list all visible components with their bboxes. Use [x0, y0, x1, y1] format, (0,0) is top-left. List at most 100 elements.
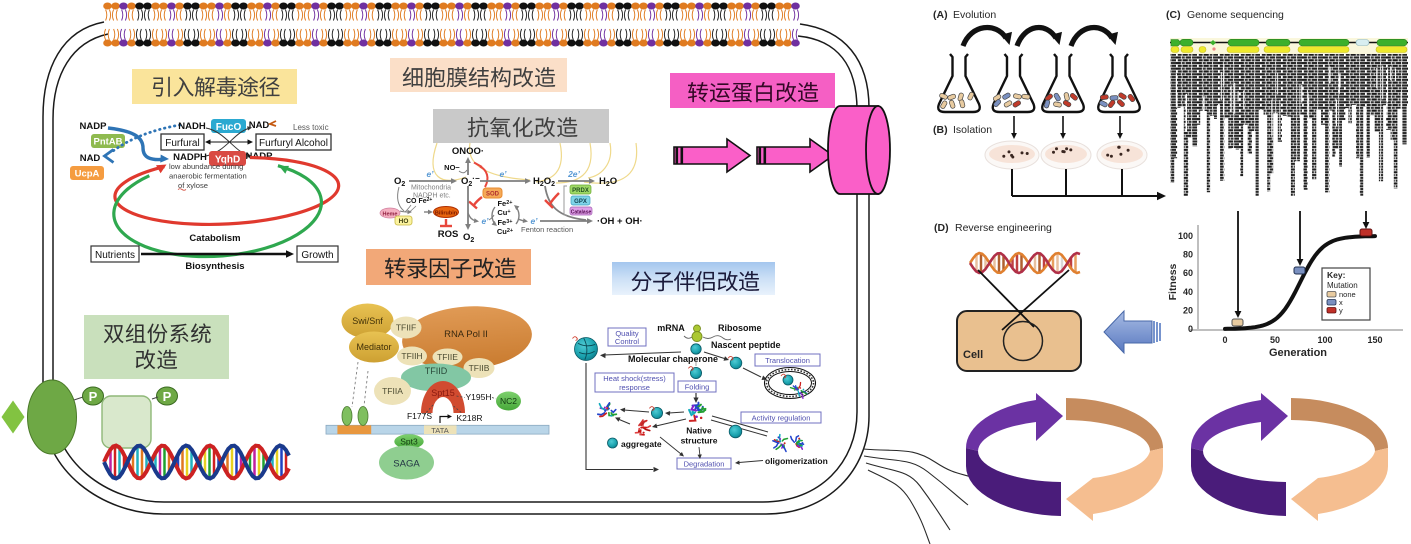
- svg-text:ONOO·: ONOO·: [452, 146, 484, 157]
- svg-text:Genome sequencing: Genome sequencing: [1187, 9, 1284, 21]
- svg-text:Mutation: Mutation: [1327, 281, 1358, 290]
- svg-text:Swi/Snf: Swi/Snf: [352, 316, 383, 326]
- svg-text:structure: structure: [681, 436, 718, 446]
- svg-text:TFIIA: TFIIA: [382, 386, 403, 396]
- svg-text:Nascent peptide: Nascent peptide: [711, 340, 781, 350]
- svg-text:Translocation: Translocation: [765, 356, 810, 365]
- svg-text:Bilirubin: Bilirubin: [435, 211, 458, 217]
- svg-text:e’: e’: [481, 216, 489, 226]
- svg-text:NADPH: NADPH: [173, 152, 207, 163]
- svg-text:NAD: NAD: [80, 153, 101, 164]
- svg-text:40: 40: [1183, 287, 1193, 297]
- svg-text:Y195H: Y195H: [466, 392, 492, 402]
- svg-text:Cu+: Cu+: [497, 208, 510, 217]
- svg-text:NC2: NC2: [500, 396, 517, 406]
- svg-text:20: 20: [1183, 305, 1193, 315]
- svg-text:TATA: TATA: [431, 426, 449, 435]
- svg-text:SAGA: SAGA: [393, 459, 420, 470]
- svg-text:Control: Control: [615, 337, 640, 346]
- svg-text:GPX: GPX: [574, 199, 587, 205]
- svg-text:P: P: [163, 389, 172, 404]
- svg-text:NADPH etc.: NADPH etc.: [413, 193, 451, 200]
- svg-text:(B): (B): [933, 124, 948, 136]
- svg-text:low abundance during: low abundance during: [169, 162, 243, 171]
- svg-text:Quality: Quality: [615, 329, 639, 338]
- svg-text:Degradation: Degradation: [684, 460, 725, 469]
- svg-text:Generation: Generation: [1269, 347, 1327, 359]
- svg-text:(D): (D): [934, 222, 949, 234]
- svg-text:PRDX: PRDX: [572, 188, 589, 194]
- svg-text:50: 50: [1270, 335, 1280, 345]
- svg-text:SOD: SOD: [486, 192, 500, 198]
- svg-text:NADP: NADP: [80, 121, 108, 132]
- svg-text:100: 100: [1317, 335, 1332, 345]
- svg-text:Evolution: Evolution: [953, 9, 996, 21]
- svg-text:TFIIH: TFIIH: [401, 351, 422, 361]
- svg-text:CO Fe2+: CO Fe2+: [406, 197, 432, 205]
- svg-text:80: 80: [1183, 250, 1193, 260]
- svg-text:H2O2: H2O2: [533, 176, 555, 188]
- svg-text:FucO: FucO: [216, 122, 242, 133]
- svg-text:Furfural: Furfural: [165, 138, 199, 149]
- svg-text:Ribosome: Ribosome: [718, 323, 762, 333]
- svg-text:P: P: [89, 389, 98, 404]
- svg-text:Isolation: Isolation: [953, 124, 992, 136]
- svg-text:Nutrients: Nutrients: [95, 250, 135, 261]
- svg-text:H2O: H2O: [599, 176, 617, 188]
- svg-text:Heme: Heme: [383, 212, 398, 218]
- svg-text:anaerobic fermentation: anaerobic fermentation: [169, 172, 247, 181]
- svg-text:60: 60: [1183, 268, 1193, 278]
- svg-text:Native: Native: [686, 426, 712, 436]
- svg-text:K218R: K218R: [457, 413, 483, 423]
- svg-text:e’: e’: [499, 169, 507, 179]
- svg-text:NADH: NADH: [178, 121, 206, 132]
- svg-text:Mediator: Mediator: [356, 342, 391, 352]
- svg-text:TFIIB: TFIIB: [469, 363, 490, 373]
- svg-text:YqhD: YqhD: [215, 155, 240, 166]
- svg-text:Biosynthesis: Biosynthesis: [185, 261, 244, 272]
- svg-text:NAD: NAD: [249, 120, 270, 131]
- svg-text:TFIIE: TFIIE: [437, 352, 458, 362]
- svg-text:Fe3+: Fe3+: [497, 218, 512, 227]
- svg-text:Reverse engineering: Reverse engineering: [955, 222, 1052, 234]
- svg-text:of xylose: of xylose: [178, 181, 208, 190]
- svg-text:response: response: [619, 383, 650, 392]
- svg-text:none: none: [1339, 290, 1356, 299]
- svg-text:F177S: F177S: [407, 411, 432, 421]
- svg-text:Activity regulation: Activity regulation: [752, 414, 811, 423]
- svg-text:Heat shock(stress): Heat shock(stress): [603, 374, 666, 383]
- svg-text:0: 0: [1188, 324, 1193, 334]
- svg-text:Less toxic: Less toxic: [293, 123, 329, 132]
- svg-text:·OH + OH·: ·OH + OH·: [597, 216, 643, 227]
- svg-text:Molecular chaperone: Molecular chaperone: [628, 354, 718, 364]
- svg-text:PntAB: PntAB: [93, 137, 122, 148]
- svg-text:O2: O2: [463, 232, 474, 244]
- svg-text:O2: O2: [394, 176, 405, 188]
- svg-text:Fenton reaction: Fenton reaction: [521, 225, 573, 234]
- svg-text:Cell: Cell: [963, 349, 983, 361]
- svg-text:Spt3: Spt3: [400, 437, 418, 447]
- svg-text:UcpA: UcpA: [75, 169, 100, 180]
- svg-text:(C): (C): [1166, 9, 1181, 21]
- svg-text:y: y: [1339, 306, 1343, 315]
- svg-text:oligomerization: oligomerization: [765, 456, 828, 466]
- svg-text:Fe2+: Fe2+: [497, 199, 512, 208]
- svg-text:Furfuryl Alcohol: Furfuryl Alcohol: [259, 138, 328, 149]
- svg-text:Spt15: Spt15: [431, 388, 455, 398]
- svg-text:e’: e’: [426, 169, 434, 179]
- svg-text:100: 100: [1178, 231, 1193, 241]
- svg-text:Catabolism: Catabolism: [189, 233, 240, 244]
- svg-text:Cu2+: Cu2+: [497, 227, 513, 236]
- svg-text:HO: HO: [399, 218, 409, 225]
- svg-text:RNA Pol II: RNA Pol II: [444, 329, 488, 340]
- svg-text:0: 0: [1222, 335, 1227, 345]
- svg-text:TFIIF: TFIIF: [396, 323, 416, 333]
- svg-text:Key:: Key:: [1327, 270, 1346, 280]
- svg-text:Mitochondria: Mitochondria: [411, 185, 451, 192]
- svg-text:Folding: Folding: [685, 383, 710, 392]
- svg-text:Growth: Growth: [301, 250, 333, 261]
- svg-text:x: x: [1339, 298, 1343, 307]
- svg-text:e’: e’: [530, 216, 538, 226]
- svg-text:aggregate: aggregate: [621, 439, 662, 449]
- svg-text:TFIID: TFIID: [425, 366, 448, 376]
